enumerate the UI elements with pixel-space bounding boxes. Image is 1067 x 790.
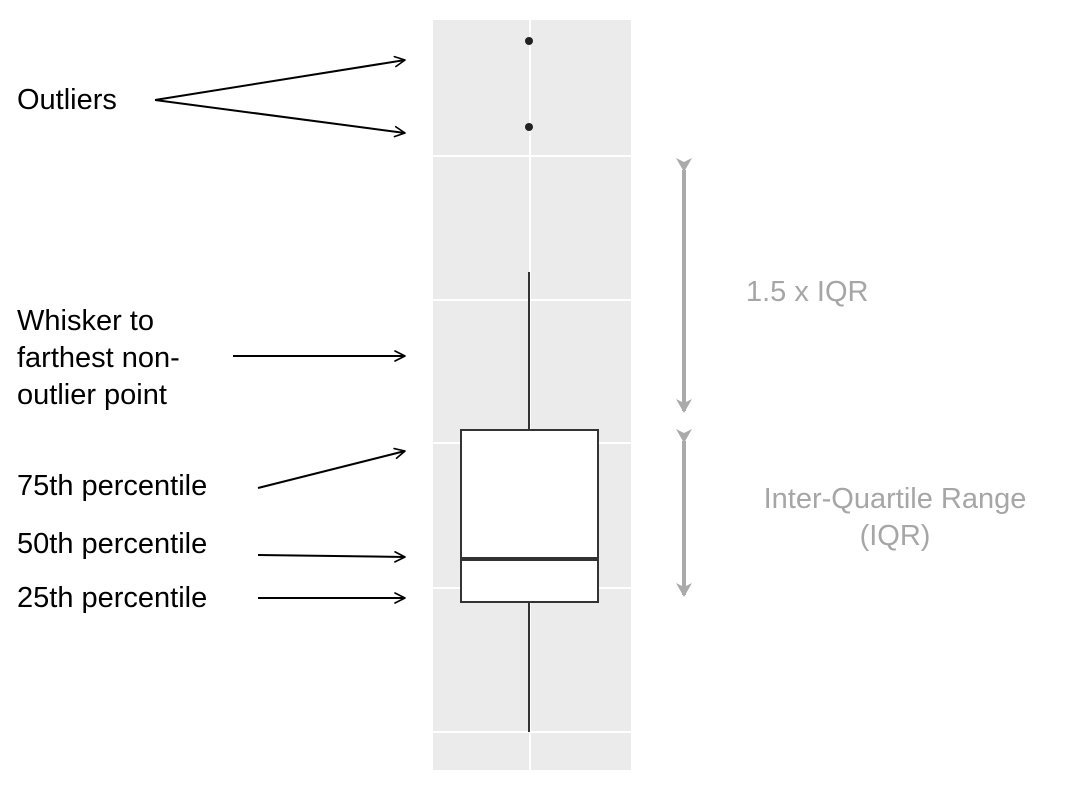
p75-label: 75th percentile <box>17 470 208 502</box>
whisker-label-line: Whisker to <box>17 305 154 337</box>
outliers-label: Outliers <box>17 84 117 116</box>
p75-arrow <box>257 447 406 489</box>
iqr-1-5-label: 1.5 x IQR <box>746 276 869 308</box>
p50-label: 50th percentile <box>17 528 208 560</box>
outlier-arrow <box>154 55 406 101</box>
annotation-arrows <box>154 55 406 604</box>
interquartile-box <box>460 429 599 603</box>
p50-arrow <box>257 551 406 563</box>
outlier-point <box>525 123 533 131</box>
iqr-label: Inter-Quartile Range (IQR) <box>735 481 1055 555</box>
iqr-label-line: (IQR) <box>859 520 931 552</box>
outlier-arrow <box>154 99 406 138</box>
iqr-label-line: Inter-Quartile Range <box>763 483 1027 515</box>
whisker-label-line: outlier point <box>17 379 167 411</box>
outlier-point <box>525 37 533 45</box>
plot-panel <box>433 20 631 770</box>
whisker-label-line: farthest non- <box>17 342 180 374</box>
whisker-label: Whisker to farthest non- outlier point <box>17 303 180 414</box>
p25-label: 25th percentile <box>17 582 208 614</box>
